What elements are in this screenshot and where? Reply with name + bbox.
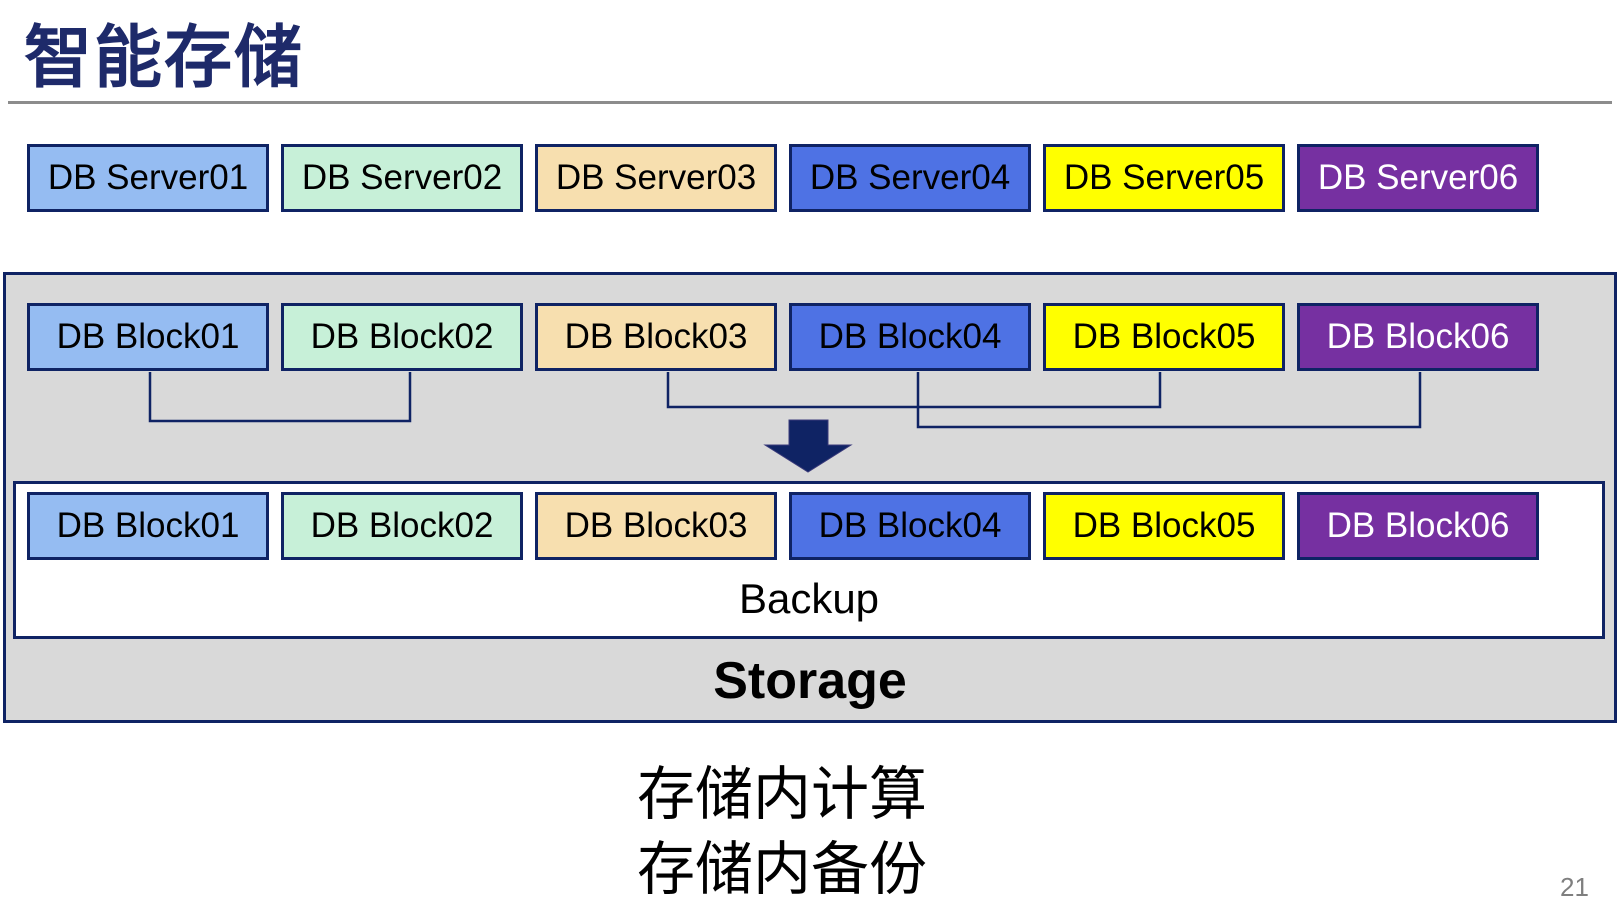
server-box: DB Server03 <box>535 144 777 212</box>
block-box: DB Block05 <box>1043 492 1285 560</box>
block-box: DB Block06 <box>1297 303 1539 371</box>
block-box: DB Block01 <box>27 492 269 560</box>
block-box: DB Block04 <box>789 492 1031 560</box>
server-box: DB Server04 <box>789 144 1031 212</box>
block-box: DB Block03 <box>535 492 777 560</box>
block-box: DB Block02 <box>281 303 523 371</box>
server-box: DB Server06 <box>1297 144 1539 212</box>
block-box: DB Block04 <box>789 303 1031 371</box>
title-divider <box>8 101 1612 104</box>
slide-title: 智能存储 <box>24 20 305 96</box>
block-box: DB Block05 <box>1043 303 1285 371</box>
storage-label: Storage <box>713 652 907 710</box>
note-line-1: 存储内计算 <box>636 762 927 827</box>
block-box: DB Block01 <box>27 303 269 371</box>
server-box: DB Server05 <box>1043 144 1285 212</box>
page-number: 21 <box>1560 872 1589 902</box>
block-box: DB Block03 <box>535 303 777 371</box>
annotation-text: 存储内计算 存储内备份 <box>0 757 1564 907</box>
note-line-2: 存储内备份 <box>636 837 927 902</box>
block-box: DB Block02 <box>281 492 523 560</box>
server-box: DB Server02 <box>281 144 523 212</box>
server-box: DB Server01 <box>27 144 269 212</box>
block-box: DB Block06 <box>1297 492 1539 560</box>
backup-label: Backup <box>738 575 880 622</box>
